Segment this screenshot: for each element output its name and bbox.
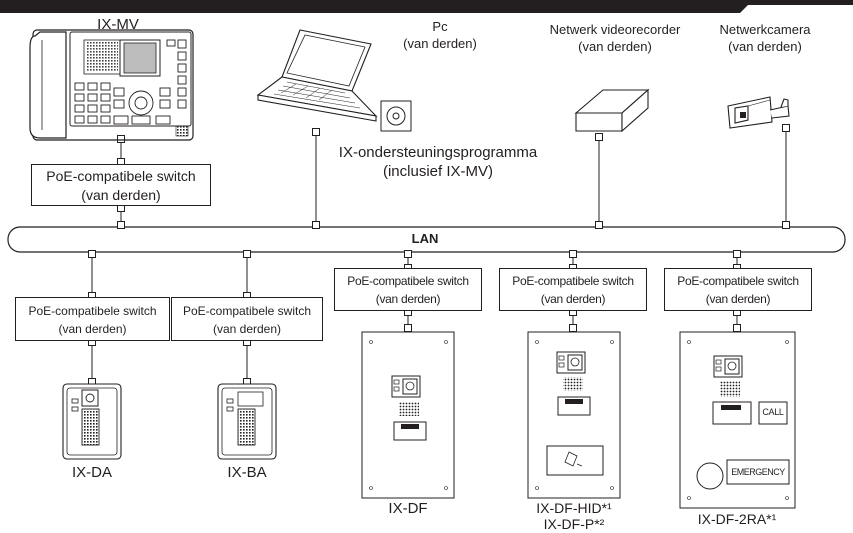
poe-switch-ix-df: PoE-compatibele switch (van derden) (334, 268, 482, 311)
switch-label-line1: PoE-compatibele switch (512, 274, 634, 288)
pc-label-line2: (van derden) (403, 36, 477, 51)
header-bar (0, 0, 853, 13)
switch-label-line2: (van derden) (705, 292, 771, 306)
network-camera (727, 96, 790, 129)
switch-label-line1: PoE-compatibele switch (28, 304, 157, 318)
ix-mv-station (29, 29, 194, 141)
poe-switch-ix-df-hid: PoE-compatibele switch (van derden) (499, 268, 647, 311)
switch-label-line1: PoE-compatibele switch (677, 274, 799, 288)
ix-da-device (62, 383, 122, 460)
camera-label: Netwerkcamera (van derden) (705, 21, 825, 55)
software-label: IX-ondersteuningsprogramma (inclusief IX… (324, 143, 552, 181)
poe-switch-ix-ba: PoE-compatibele switch (van derden) (171, 297, 323, 341)
nvr-label-line2: (van derden) (578, 39, 652, 54)
nvr-label: Netwerk videorecorder (van derden) (540, 21, 690, 55)
ix-df-hid-label-line1: IX-DF-HID*¹ (536, 500, 612, 516)
pc-label: Pc (van derden) (370, 18, 510, 52)
switch-label-line2: (van derden) (81, 187, 161, 203)
switch-label-line2: (van derden) (212, 322, 282, 336)
ports (88, 124, 790, 386)
switch-label-line2: (van derden) (540, 292, 606, 306)
ix-df-label: IX-DF (388, 500, 428, 517)
pc-laptop (256, 29, 378, 122)
software-label-line2: (inclusief IX-MV) (382, 163, 494, 180)
call-button-label: CALL (762, 407, 784, 417)
ix-df-hid-panel (527, 331, 621, 499)
lan-bus (7, 226, 846, 253)
switch-label-line1: PoE-compatibele switch (46, 168, 196, 184)
nvr-device (574, 88, 650, 133)
switch-label-line2: (van derden) (58, 322, 127, 336)
ix-df-p-label-line2: IX-DF-P*² (543, 516, 605, 532)
ix-df-panel (361, 331, 455, 499)
switch-label-line1: PoE-compatibele switch (347, 274, 469, 288)
lan-label: LAN (411, 231, 439, 246)
poe-switch-ix-mv: PoE-compatibele switch (van derden) (31, 164, 211, 206)
nvr-label-line1: Netwerk videorecorder (549, 22, 681, 37)
poe-switch-ix-df-2ra: PoE-compatibele switch (van derden) (664, 268, 812, 311)
ix-df-2ra-label: IX-DF-2RA*¹ (697, 511, 777, 527)
poe-switch-ix-da: PoE-compatibele switch (van derden) (15, 297, 170, 341)
camera-label-line1: Netwerkcamera (719, 22, 811, 37)
ix-ba-device (217, 383, 277, 460)
ix-df-2ra-panel (679, 331, 796, 509)
switch-label-line2: (van derden) (375, 292, 441, 306)
camera-label-line2: (van derden) (728, 39, 802, 54)
switch-label-line1: PoE-compatibele switch (182, 304, 312, 318)
software-label-line1: IX-ondersteuningsprogramma (338, 144, 538, 161)
ix-da-label: IX-DA (71, 464, 112, 481)
pc-label-line1: Pc (432, 19, 448, 34)
ix-ba-label: IX-BA (227, 464, 267, 481)
software-cd (380, 100, 412, 132)
ix-df-hid-label: IX-DF-HID*¹ IX-DF-P*² (509, 500, 639, 533)
emergency-button-label: EMERGENCY (731, 467, 785, 477)
ix-mv-label: IX-MV (97, 16, 139, 33)
